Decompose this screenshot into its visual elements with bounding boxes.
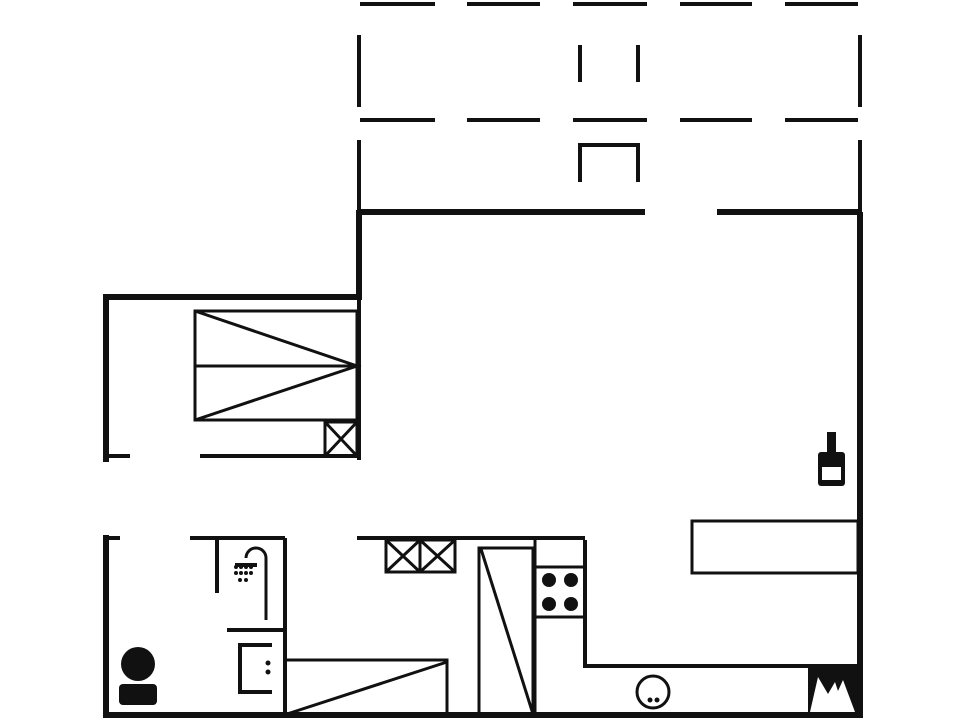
interior-walls	[106, 297, 858, 716]
terrace	[357, 2, 862, 210]
stove-heater-icon	[818, 432, 845, 486]
round-table-icon	[635, 674, 671, 710]
stove-icon	[533, 540, 587, 716]
double-bed	[193, 309, 362, 422]
washbasin-icon	[238, 643, 272, 694]
kitchen-cabinets	[384, 538, 457, 574]
walls	[103, 209, 863, 718]
counter	[690, 519, 860, 575]
wardrobe	[323, 420, 359, 458]
fridge	[477, 546, 535, 716]
fireplace-icon	[808, 666, 860, 715]
shower-icon	[234, 546, 268, 620]
toilet-icon	[119, 647, 157, 705]
single-bed	[283, 658, 449, 717]
terrace-door-frame	[578, 143, 640, 182]
